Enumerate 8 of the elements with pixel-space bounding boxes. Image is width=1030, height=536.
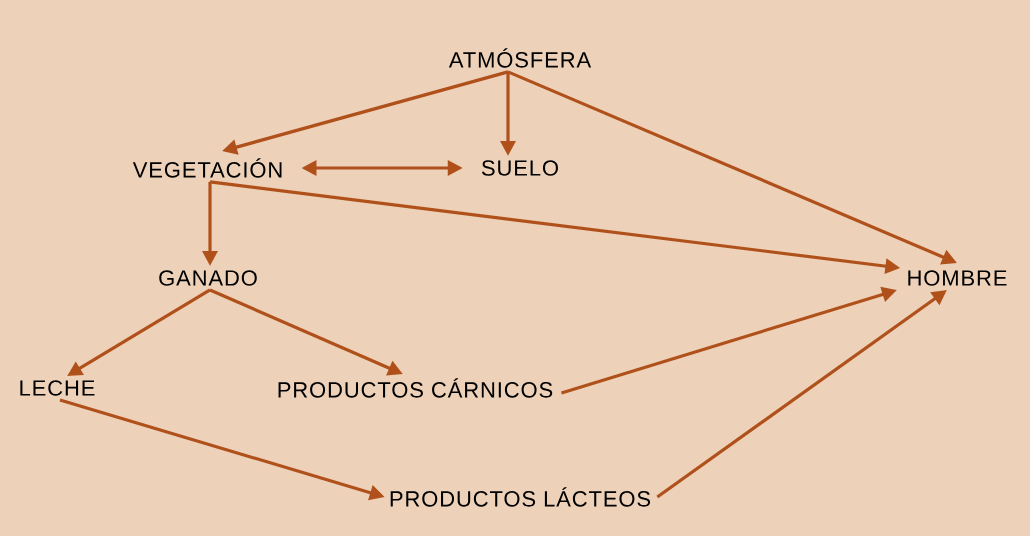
node-label: VEGETACIÓN [132, 158, 282, 178]
node-label: HOMBRE [908, 270, 1007, 286]
node-label: PRODUCTOS LÁCTEOS [390, 487, 651, 507]
node-label: LECHE [20, 380, 95, 396]
node-label: PRODUCTOS CÁRNICOS [278, 378, 553, 398]
node-label: GANADO [159, 270, 257, 286]
node-label: ATMÓSFERA [448, 48, 592, 68]
node-label: SUELO [481, 160, 558, 176]
